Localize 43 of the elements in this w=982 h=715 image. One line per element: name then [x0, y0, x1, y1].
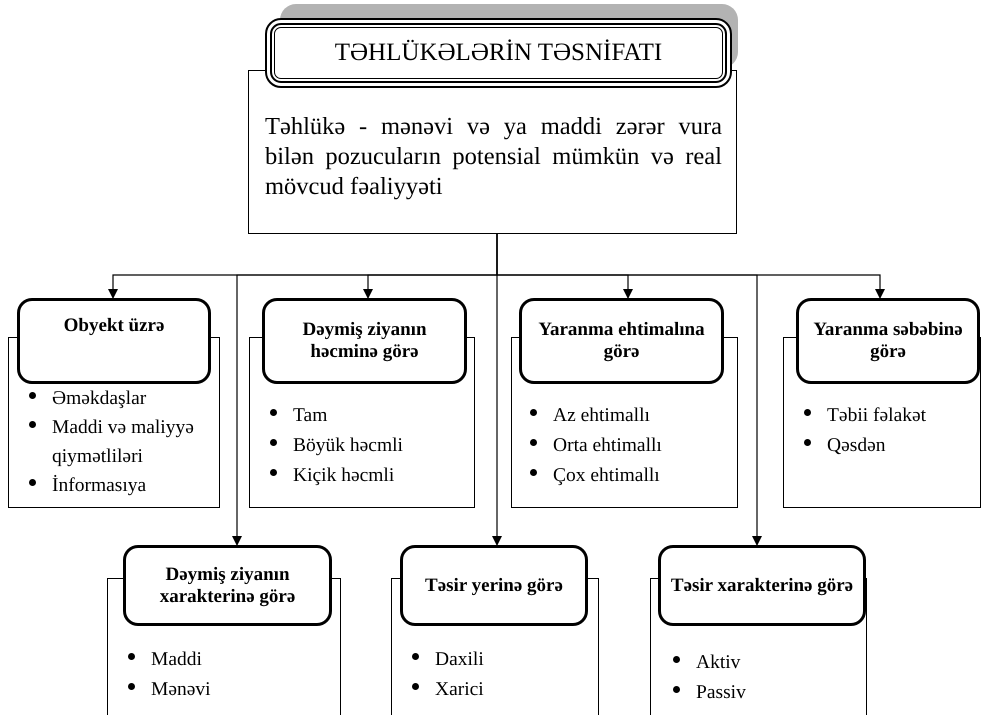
category-heading: Yaranma ehtimalına görə [537, 319, 706, 363]
list-item: Əməkdaşlar [52, 387, 146, 411]
title-text: TƏHLÜKƏLƏRİN TƏSNİFATI [334, 39, 662, 67]
list-box [650, 626, 867, 715]
list-item: Təbii fəlakət [827, 404, 926, 428]
list-item: İnformasıya [52, 474, 146, 498]
category-heading: Dəymiş ziyanın həcminə görə [301, 319, 428, 363]
category-box [17, 298, 211, 384]
category-heading: Obyekt üzrə [64, 315, 164, 337]
list-item: Daxili [435, 648, 484, 672]
category-box [262, 298, 467, 384]
category-box [123, 545, 332, 626]
list-box [511, 384, 738, 508]
category-box [658, 545, 866, 626]
list-item: Çox ehtimallı [553, 464, 660, 488]
category-heading: Təsir yerinə görə [425, 574, 563, 596]
list-item: Az ehtimallı [553, 404, 650, 428]
list-item: Mənəvi [151, 678, 211, 702]
category-heading: Yaranma səbəbinə görə [812, 319, 964, 363]
list-box [8, 384, 220, 508]
list-box [391, 626, 599, 715]
list-item: Orta ehtimallı [553, 434, 662, 458]
list-item: Passiv [696, 681, 746, 705]
list-box [783, 384, 981, 508]
category-box [519, 298, 724, 384]
category-heading: Təsir xarakterinə görə [670, 574, 854, 596]
list-box [107, 626, 341, 715]
list-item: Maddi və maliyyə qiymətliləri [52, 416, 195, 469]
list-item: Kiçik həcmli [293, 464, 394, 488]
title-box [265, 18, 732, 88]
arrow [496, 234, 762, 546]
list-item: Qəsdən [827, 434, 886, 458]
category-heading: Dəymiş ziyanın xarakterinə görə [158, 564, 296, 608]
list-item: Xarici [435, 678, 484, 702]
list-item: Maddi [151, 648, 202, 672]
definition-box [248, 88, 737, 234]
definition-text: Təhlükə - mənəvi və ya maddi zərər vura bilən pozucuların potensial mümkün və real mövcud fəaliyyəti [265, 113, 722, 200]
category-box [400, 545, 588, 626]
list-item: Tam [293, 404, 328, 428]
list-item: Böyük həcmli [293, 434, 403, 458]
list-item: Aktiv [696, 651, 740, 675]
list-box [249, 384, 475, 508]
category-box [796, 298, 980, 384]
